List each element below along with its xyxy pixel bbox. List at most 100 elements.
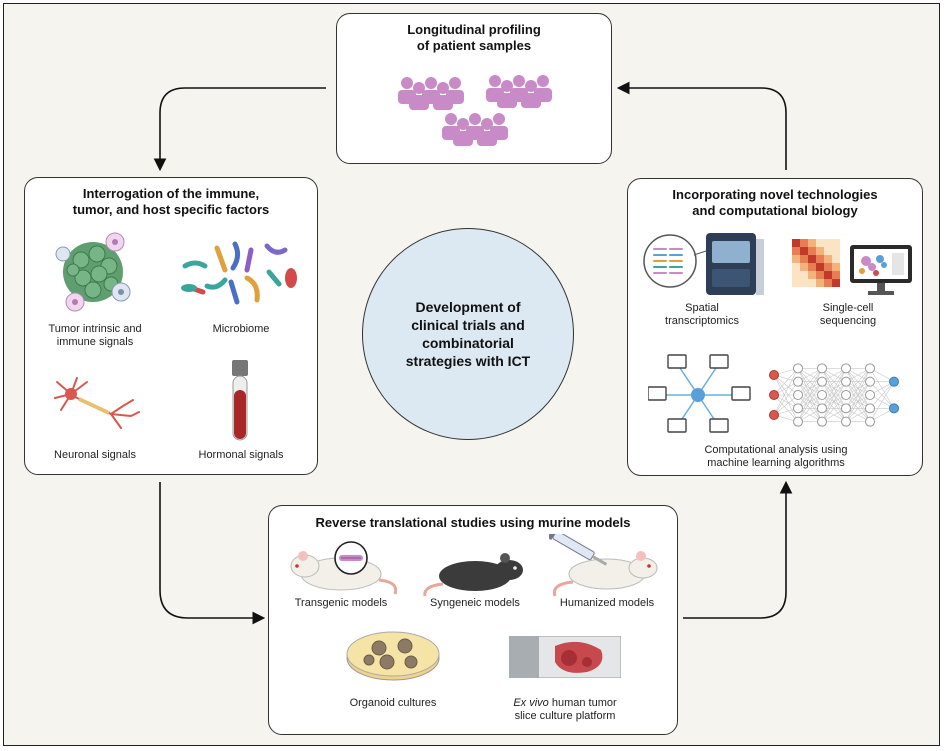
heatmap-cell [800,255,808,263]
network-edge [773,368,799,416]
spatial-transcriptomics-label: Spatial transcriptomics [665,302,739,327]
network-node [817,363,827,374]
network-node [841,403,851,414]
network-node [793,416,803,427]
heatmap-cell [808,271,816,279]
heatmap-cell [816,239,824,247]
humanized-label: Humanized models [559,597,655,609]
murine-models-box: Reverse translational studies using muri… [268,505,678,735]
injected-mouse-icon [549,534,658,597]
computational-analysis-label: Computational analysis using machine lea… [704,444,848,469]
ex-vivo-label: Ex vivo human tumor slice culture platfo… [495,697,635,723]
heatmap-cell [832,279,840,287]
network-node [889,403,899,414]
network-edge [797,368,823,409]
network-edge [869,381,895,422]
network-node [817,376,827,387]
heatmap-cell [808,247,816,255]
heatmap-cell [792,279,800,287]
microbiome-label: Microbiome [212,323,270,335]
interrogation-title: Interrogation of the immune, tumor, and … [72,186,270,217]
network-edge [797,368,823,422]
heatmap-cell [800,271,808,279]
heatmap-cell [800,279,808,287]
heatmap-cell [816,271,824,279]
heatmap-cell [808,279,816,287]
network-edge [821,368,847,396]
network-node [769,370,779,380]
network-edge [869,381,895,409]
heatmap-cell [824,239,832,247]
black-mouse-icon [423,553,523,597]
center-goal-circle: Development of clinical trials and combi… [362,228,574,440]
network-edge [773,381,799,416]
heatmap-cell [824,279,832,287]
network-edge [821,368,847,422]
heatmap-cell [792,247,800,255]
network-edge [821,368,847,409]
novel-technologies-title: Incorporating novel technologies and com… [672,187,878,218]
device-network-icon [648,354,751,433]
heatmap-cell [792,239,800,247]
transgenic-label: Transgenic models [294,597,388,609]
network-edge [797,381,823,422]
heatmap-cell [824,271,832,279]
longitudinal-profiling-box: Longitudinal profiling of patient sample… [336,13,612,164]
heatmap-cell [824,247,832,255]
ex-vivo-italic: Ex vivo [513,697,549,709]
tumor-intrinsic-label: Tumor intrinsic and immune signals [48,323,142,348]
organoid-label: Organoid cultures [349,697,437,709]
arrow-right-to-top [616,81,787,170]
heatmap-cell [808,239,816,247]
neural-network-icon [769,363,899,427]
network-edge [773,368,799,396]
network-node [793,390,803,400]
ex-vivo-rest: human tumor slice culture platform [514,697,617,722]
heatmap-cell [816,255,824,263]
heatmap-cell [832,255,840,263]
network-node [865,363,875,374]
neuron-icon [54,377,140,429]
network-edge [797,394,823,422]
network-node [865,376,875,387]
petri-dish-icon [346,631,440,681]
interrogation-box: Interrogation of the immune, tumor, and … [24,177,318,475]
longitudinal-profiling-title: Longitudinal profiling of patient sample… [407,22,541,53]
heatmap-cell [792,263,800,271]
heatmap-cell [824,263,832,271]
network-node [817,416,827,427]
network-edge [773,374,799,396]
heatmap-cell [832,239,840,247]
heatmap-cell [816,263,824,271]
network-node [793,363,803,374]
network-node [841,416,851,427]
network-node [865,416,875,427]
heatmap-cell [832,263,840,271]
network-node [889,376,899,387]
heatmap-cell [816,279,824,287]
arrow-bottom-to-right [683,480,793,619]
network-edge [821,381,847,422]
novel-technologies-box: Incorporating novel technologies and com… [627,178,923,476]
single-cell-sequencing-label: Single-cell sequencing [819,302,877,327]
murine-models-title: Reverse translational studies using muri… [315,515,631,530]
network-node [817,390,827,400]
network-edge [797,368,823,396]
heatmap-cell [808,255,816,263]
network-edge [773,394,799,416]
network-node [793,403,803,414]
network-node [793,376,803,387]
tumor-cell-icon [55,232,131,312]
syngeneic-label: Syngeneic models [430,597,520,609]
heatmap-cell [808,263,816,271]
network-node [841,363,851,374]
heatmap-monitor-icon [792,239,912,295]
network-edge [845,368,871,422]
heatmap-cell [800,263,808,271]
network-edge [845,381,871,422]
heatmap-cell [800,247,808,255]
network-edge [845,368,871,396]
blood-tube-icon [232,360,248,441]
heatmap-cell [792,255,800,263]
network-node [865,403,875,414]
